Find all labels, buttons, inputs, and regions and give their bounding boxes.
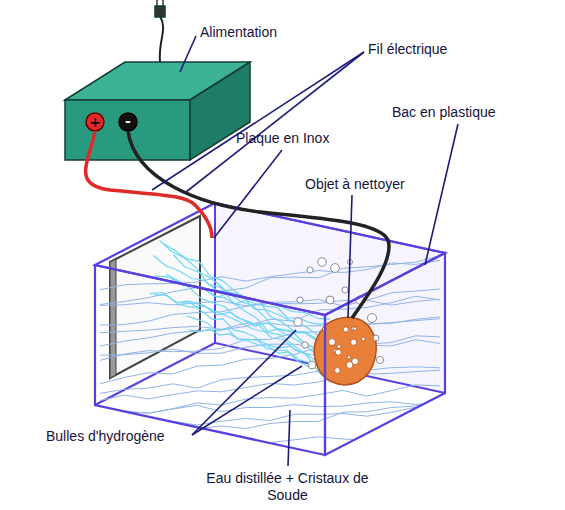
bubble	[297, 297, 303, 303]
rust-spot	[353, 327, 357, 331]
object-to-clean	[314, 317, 376, 384]
object-label: Objet à nettoyer	[305, 176, 405, 193]
bubble	[331, 264, 340, 273]
water-line	[100, 367, 440, 393]
water-line	[180, 303, 330, 373]
water-line	[150, 293, 330, 352]
bubble	[307, 267, 313, 273]
terminal-sign: -	[120, 113, 136, 129]
positive-terminal	[86, 113, 104, 131]
water-line	[167, 274, 330, 372]
rust-spot	[346, 362, 353, 369]
black-wire	[128, 131, 389, 318]
red-wire	[86, 131, 212, 238]
bubble	[308, 361, 316, 369]
water-line	[163, 243, 330, 349]
water-line	[100, 256, 440, 305]
bubbles-label: Bulles d'hydrogène	[46, 428, 165, 445]
bubble	[302, 342, 308, 348]
water-line	[100, 402, 440, 413]
tank-label: Bac en plastique	[392, 104, 496, 121]
power-supply-label: Alimentation	[200, 24, 277, 41]
rust-spot	[335, 349, 341, 355]
plate-label: Plaque en Inox	[236, 130, 329, 147]
rust-spot	[343, 327, 348, 332]
bubble	[318, 258, 327, 267]
rust-spot	[337, 345, 341, 349]
bubble	[376, 356, 383, 363]
bubble	[373, 335, 379, 341]
rust-spot	[351, 339, 357, 345]
stainless-plate-edge	[110, 259, 116, 378]
hydrogen-bubbles	[294, 258, 384, 369]
wire-label: Fil électrique	[368, 41, 447, 58]
negative-terminal	[119, 113, 137, 131]
bubble	[368, 314, 377, 323]
water-line	[186, 316, 330, 372]
bubble	[342, 287, 348, 293]
plastic-tank-front	[95, 203, 445, 455]
water-line	[153, 256, 330, 342]
rust-spot	[361, 337, 365, 341]
water-line	[100, 385, 440, 413]
bubble	[326, 296, 334, 304]
solution-label: Eau distillée + Cristaux de Soude	[205, 470, 370, 504]
terminal-sign: +	[87, 114, 103, 130]
rust-spot	[347, 356, 350, 359]
bubble	[294, 318, 302, 326]
rust-spot	[335, 368, 341, 374]
leader-lines	[152, 36, 458, 466]
rust-spot	[329, 339, 336, 346]
